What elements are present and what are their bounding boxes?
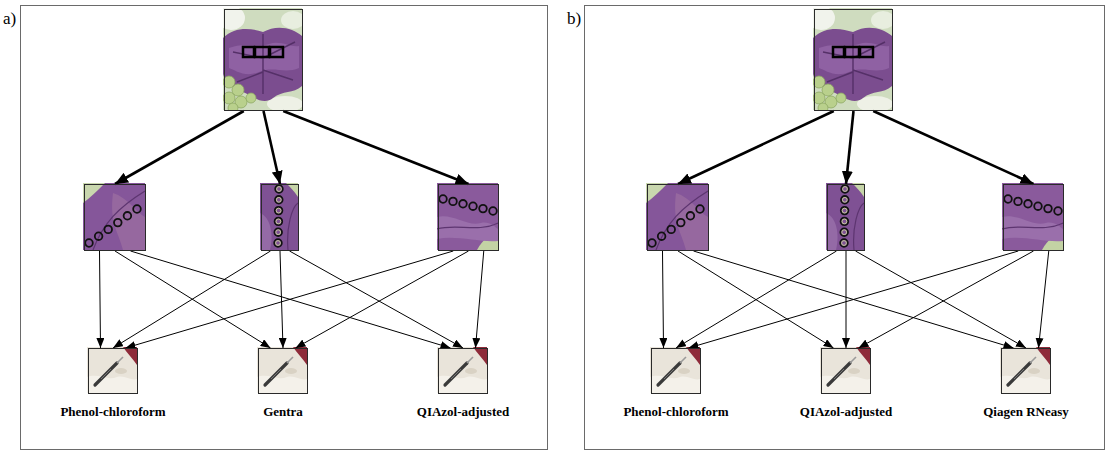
method-arrow — [296, 251, 469, 348]
grape-photo — [217, 6, 305, 113]
method-arrow — [859, 251, 1034, 348]
extraction-photo-frame: QIAzol-adjusted — [821, 348, 871, 394]
method-label: Gentra — [263, 405, 303, 420]
extraction-photo — [257, 347, 307, 393]
extraction-photo-frame: Qiagen RNeasy — [1001, 348, 1051, 394]
leaf-photo-frame — [261, 184, 299, 251]
leaf-photo-frame — [827, 184, 865, 251]
extraction-photo — [437, 347, 487, 393]
leaf-photo-frame — [438, 184, 499, 251]
method-arrow — [846, 251, 847, 348]
sampling-arrow — [873, 111, 1033, 184]
method-arrow — [113, 251, 271, 348]
leaf-sample-photo — [646, 183, 708, 250]
panel-frame: b)Phenol-chloroformQIAzol-adjustedQiagen… — [584, 5, 1105, 450]
sampling-arrow — [264, 111, 281, 184]
extraction-photo — [87, 347, 137, 393]
sampling-arrow — [283, 111, 468, 184]
leaf-photo-frame — [1003, 184, 1064, 251]
extraction-photo-frame: Phenol-chloroform — [651, 348, 701, 394]
method-arrow — [1039, 251, 1049, 348]
grape-photo-frame — [814, 9, 893, 111]
sampling-arrow — [678, 111, 834, 184]
leaf-sample-photo — [1002, 183, 1063, 250]
method-label: QIAzol-adjusted — [800, 405, 892, 420]
grape-photo — [807, 6, 895, 113]
extraction-photo-frame: Gentra — [258, 348, 308, 394]
method-label: Phenol-chloroform — [623, 405, 728, 420]
panel-frame: a)Phenol-chloroformGentraQIAzol-adjusted — [20, 5, 548, 450]
method-label: Qiagen RNeasy — [983, 405, 1069, 420]
leaf-sample-photo — [437, 183, 498, 250]
method-arrow — [689, 251, 1019, 348]
extraction-photo — [1000, 347, 1050, 393]
method-label: QIAzol-adjusted — [417, 405, 509, 420]
method-arrow — [100, 251, 101, 348]
grape-photo-frame — [224, 9, 303, 111]
extraction-photo — [650, 347, 700, 393]
panel-letter: a) — [3, 9, 16, 29]
method-arrow — [280, 251, 283, 348]
extraction-photo-frame: QIAzol-adjusted — [438, 348, 488, 394]
leaf-sample-photo — [826, 183, 864, 250]
method-arrow — [290, 251, 464, 348]
method-arrow — [676, 251, 837, 348]
method-arrow — [663, 251, 664, 348]
leaf-photo-frame — [647, 184, 709, 251]
sampling-arrow — [846, 111, 854, 184]
method-label: Phenol-chloroform — [60, 405, 165, 420]
sampling-arrow — [115, 111, 244, 184]
leaf-sample-photo — [83, 183, 145, 250]
extraction-photo — [820, 347, 870, 393]
method-arrow — [126, 251, 454, 348]
extraction-photo-frame: Phenol-chloroform — [88, 348, 138, 394]
method-arrow — [476, 251, 484, 348]
panel-letter: b) — [567, 9, 581, 29]
leaf-sample-photo — [260, 183, 298, 250]
method-arrow — [856, 251, 1027, 348]
leaf-photo-frame — [84, 184, 146, 251]
